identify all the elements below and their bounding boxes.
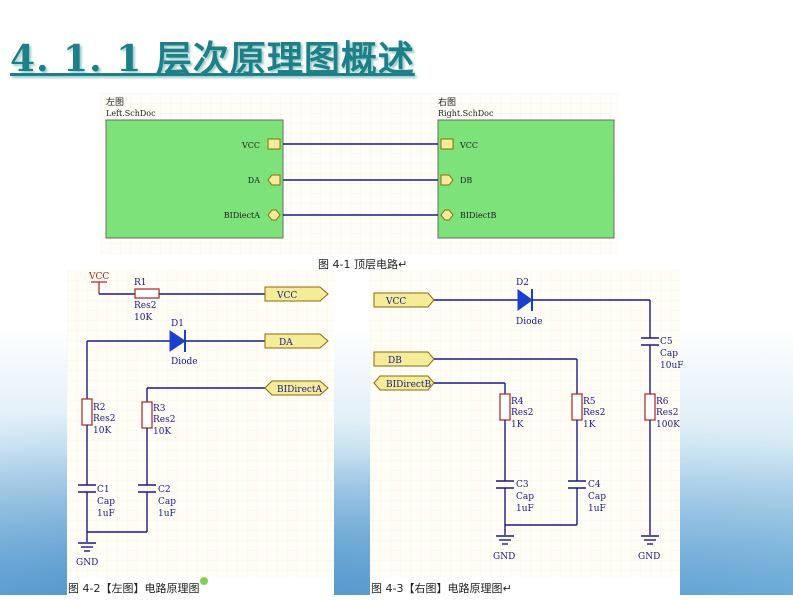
top-caption-bar (100, 254, 619, 271)
sheet-entry-left-da[interactable] (267, 174, 281, 186)
c1-type: Cap (97, 497, 115, 507)
c4-ref: C4 (588, 480, 601, 490)
c2-ref: C2 (158, 485, 171, 495)
r5-type: Res2 (583, 408, 605, 418)
left-schematic-svg: VCC R1 Res2 10K VCC D1 Diode DA R2 Res2 … (67, 270, 334, 595)
port-da[interactable] (264, 333, 329, 349)
vcc-power-label: VCC (88, 272, 109, 282)
left-sheet-file: Left.SchDoc (106, 109, 156, 118)
port-bidirecta[interactable] (264, 380, 329, 396)
d1-diode[interactable] (169, 330, 186, 352)
r4-type: Res2 (511, 408, 533, 418)
right-entry-label-2: DB (460, 176, 472, 185)
port-vcc-left[interactable] (264, 286, 329, 302)
top-level-diagram: 左图 Left.SchDoc 右图 Right.SchDoc VCC DA BI… (100, 93, 619, 271)
sheet-entry-left-bidir[interactable] (267, 209, 281, 221)
r1-ref: R1 (134, 278, 147, 288)
r3-resistor[interactable] (141, 401, 153, 429)
r2-ref: R2 (93, 403, 106, 413)
r6-ref: R6 (656, 397, 669, 407)
sheet-entry-right-vcc[interactable] (440, 138, 454, 150)
r4-resistor[interactable] (499, 393, 511, 421)
r6-value: 100K (656, 420, 680, 430)
port-vcc-right[interactable] (373, 292, 435, 308)
c2-value: 1uF (158, 509, 176, 519)
c5-value: 10uF (660, 361, 684, 371)
right-schematic-panel: VCC D2 Diode C5 Cap 10uF R6 Res2 100K GN… (370, 270, 684, 595)
c3-ref: C3 (516, 480, 529, 490)
d2-type: Diode (516, 317, 543, 327)
sheet-entry-right-bidir[interactable] (440, 209, 454, 221)
r6-type: Res2 (656, 408, 678, 418)
sheet-entry-right-db[interactable] (440, 174, 454, 186)
d2-diode[interactable] (517, 289, 533, 311)
r4-ref: R4 (511, 397, 524, 407)
right-entry-label-3: BIDiectB (460, 211, 496, 220)
left-caption-bar (67, 577, 334, 595)
c5-ref: C5 (660, 337, 673, 347)
c5-type: Cap (660, 349, 678, 359)
left-figure-caption: 图 4-2【左图】电路原理图 (68, 582, 200, 595)
left-sheet-name: 左图 (106, 96, 124, 108)
port-bidirecta-label: BIDirectA (277, 385, 323, 395)
top-figure-caption: 图 4-1 顶层电路↵ (318, 258, 408, 271)
right-sheet-name: 右图 (438, 96, 456, 108)
gnd-label-right-1: GND (493, 552, 515, 562)
sheet-entry-left-vcc[interactable] (267, 138, 281, 150)
r5-value: 1K (583, 420, 596, 430)
r5-resistor[interactable] (571, 393, 583, 421)
right-entry-label-1: VCC (459, 141, 478, 150)
r3-type: Res2 (153, 415, 175, 425)
d1-type: Diode (171, 357, 198, 367)
port-da-label: DA (279, 338, 293, 348)
r2-resistor[interactable] (81, 398, 93, 426)
left-sheet-symbol[interactable] (105, 119, 284, 239)
right-sheet-file: Right.SchDoc (438, 109, 494, 118)
c1-value: 1uF (97, 509, 115, 519)
c1-ref: C1 (97, 485, 110, 495)
left-entry-label-3: BIDiectA (224, 211, 260, 220)
gnd-label-left: GND (76, 558, 98, 568)
c4-type: Cap (588, 492, 606, 502)
slide-title: 4. 1. 1 层次原理图概述 (10, 38, 415, 80)
port-vcc-left-label: VCC (276, 291, 297, 301)
port-bidirectb-label: BIDirectB (386, 380, 432, 390)
c4-value: 1uF (588, 504, 606, 514)
right-caption-bar (370, 577, 680, 595)
status-dot-icon (200, 577, 208, 585)
c2-type: Cap (158, 497, 176, 507)
port-vcc-right-label: VCC (385, 297, 406, 307)
left-entry-label-2: DA (248, 176, 260, 185)
port-db-label: DB (388, 356, 402, 366)
r3-ref: R3 (153, 404, 166, 414)
port-db[interactable] (373, 351, 435, 367)
c3-type: Cap (516, 492, 534, 502)
r1-type: Res2 (134, 301, 156, 311)
r2-type: Res2 (93, 414, 115, 424)
r2-value: 10K (93, 426, 111, 436)
c3-value: 1uF (516, 504, 534, 514)
left-schematic-panel: VCC R1 Res2 10K VCC D1 Diode DA R2 Res2 … (67, 270, 334, 595)
left-entry-label-1: VCC (241, 141, 260, 150)
right-schematic-svg: VCC D2 Diode C5 Cap 10uF R6 Res2 100K GN… (370, 270, 684, 595)
d2-ref: D2 (516, 278, 529, 288)
right-sheet-symbol[interactable] (437, 119, 615, 239)
r1-value: 10K (134, 313, 152, 323)
right-figure-caption: 图 4-3【右图】电路原理图↵ (371, 582, 512, 595)
r6-resistor[interactable] (644, 393, 656, 421)
r3-value: 10K (153, 427, 171, 437)
top-level-svg: 左图 Left.SchDoc 右图 Right.SchDoc VCC DA BI… (100, 93, 619, 271)
r5-ref: R5 (583, 397, 596, 407)
r1-resistor[interactable] (134, 288, 160, 299)
gnd-label-right-2: GND (638, 552, 660, 562)
d1-ref: D1 (171, 319, 184, 329)
r4-value: 1K (511, 420, 524, 430)
